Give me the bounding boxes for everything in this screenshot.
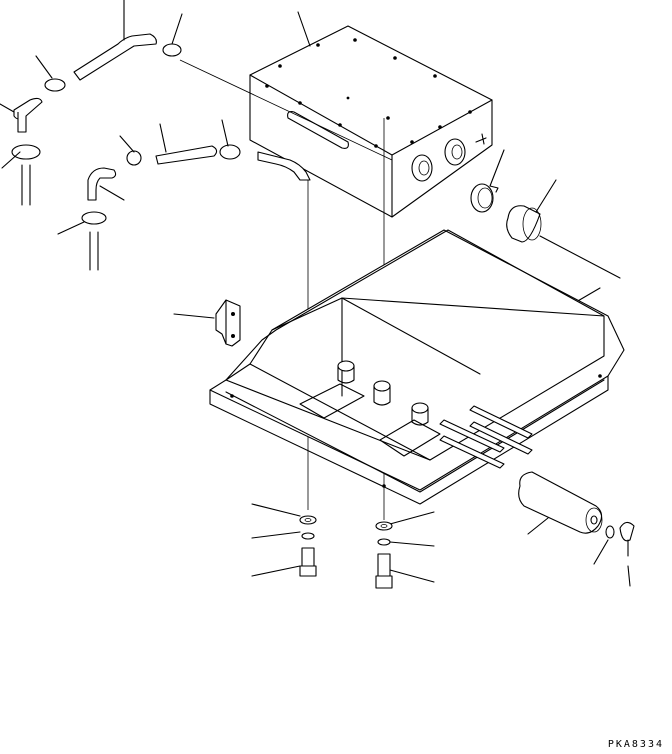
hoses-left [11, 0, 311, 271]
fasteners-right [375, 521, 393, 589]
base-tray [209, 229, 625, 505]
unit-box [249, 25, 493, 218]
box-ports [411, 133, 487, 182]
box-side-pipe [287, 111, 349, 149]
duct-ring [506, 205, 542, 243]
fasteners-left [299, 515, 317, 577]
washer [605, 525, 615, 539]
drawing-code: PKA8334 [607, 739, 664, 750]
filter-element [518, 471, 603, 534]
hose-clamp-large [470, 183, 499, 213]
mounting-bracket [215, 299, 241, 347]
wing-nut [619, 521, 635, 557]
